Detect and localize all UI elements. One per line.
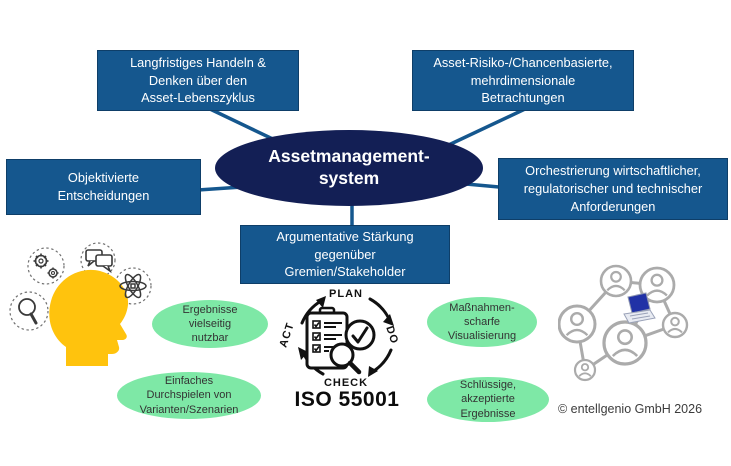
- pdca-plan-label: PLAN: [329, 288, 363, 300]
- check-circle-icon: [344, 319, 376, 351]
- benefit-visualisierung: Maßnahmen- scharfe Visualisierung: [427, 297, 537, 347]
- box-langfristiges-handeln: Langfristiges Handeln & Denken über den …: [97, 50, 299, 111]
- person-node-icon: [573, 358, 597, 382]
- box-orchestrierung-anforderungen: Orchestrierung wirtschaftlicher, regulat…: [498, 158, 728, 220]
- laptop-icon: [623, 292, 656, 324]
- box-argumentative-staerkung: Argumentative Stärkung gegenüber Gremien…: [240, 225, 450, 284]
- person-node-icon: [602, 320, 648, 366]
- benefit-ergebnisse-nutzbar: Ergebnisse vielseitig nutzbar: [152, 300, 268, 348]
- gears-icon: [33, 253, 59, 279]
- pdca-do-label: DO: [383, 324, 400, 345]
- person-node-icon: [558, 304, 597, 344]
- magnifier-halo: [9, 291, 49, 331]
- person-node-icon: [638, 266, 676, 304]
- center-ellipse-assetmanagementsystem: Assetmanagement- system: [215, 130, 483, 206]
- pdca-magnifier-icon: [329, 342, 362, 375]
- magnifier-icon: [18, 298, 38, 325]
- copyright-text: © entellgenio GmbH 2026: [558, 402, 703, 416]
- iso-55001-label: ISO 55001: [294, 388, 400, 411]
- pdca-arrowheads: [298, 296, 394, 377]
- box-asset-risiko-chancen: Asset-Risiko-/Chancenbasierte, mehrdimen…: [412, 50, 634, 111]
- person-node-icon: [661, 311, 689, 339]
- speech-bubbles-icon: [85, 249, 113, 274]
- head-silhouette-icon: [49, 269, 129, 366]
- collaboration-network-graphic: [558, 264, 689, 382]
- box-objektivierte-entscheidungen: Objektivierte Entscheidungen: [6, 159, 201, 215]
- pdca-act-label: ACT: [277, 321, 296, 349]
- benefit-varianten-szenarien: Einfaches Durchspielen von Varianten/Sze…: [117, 372, 261, 419]
- pdca-iso-55001-icon: PLAN DO CHECK ACT: [277, 288, 400, 388]
- person-node-icon: [599, 264, 633, 298]
- benefit-akzeptierte-ergebnisse: Schlüssige, akzeptierte Ergebnisse: [427, 377, 549, 422]
- network-person-nodes: [558, 264, 689, 382]
- pdca-check-label: CHECK: [324, 377, 368, 388]
- thinking-head-graphic: [9, 242, 152, 366]
- atom-icon: [119, 273, 147, 299]
- gears-halo: [27, 247, 65, 285]
